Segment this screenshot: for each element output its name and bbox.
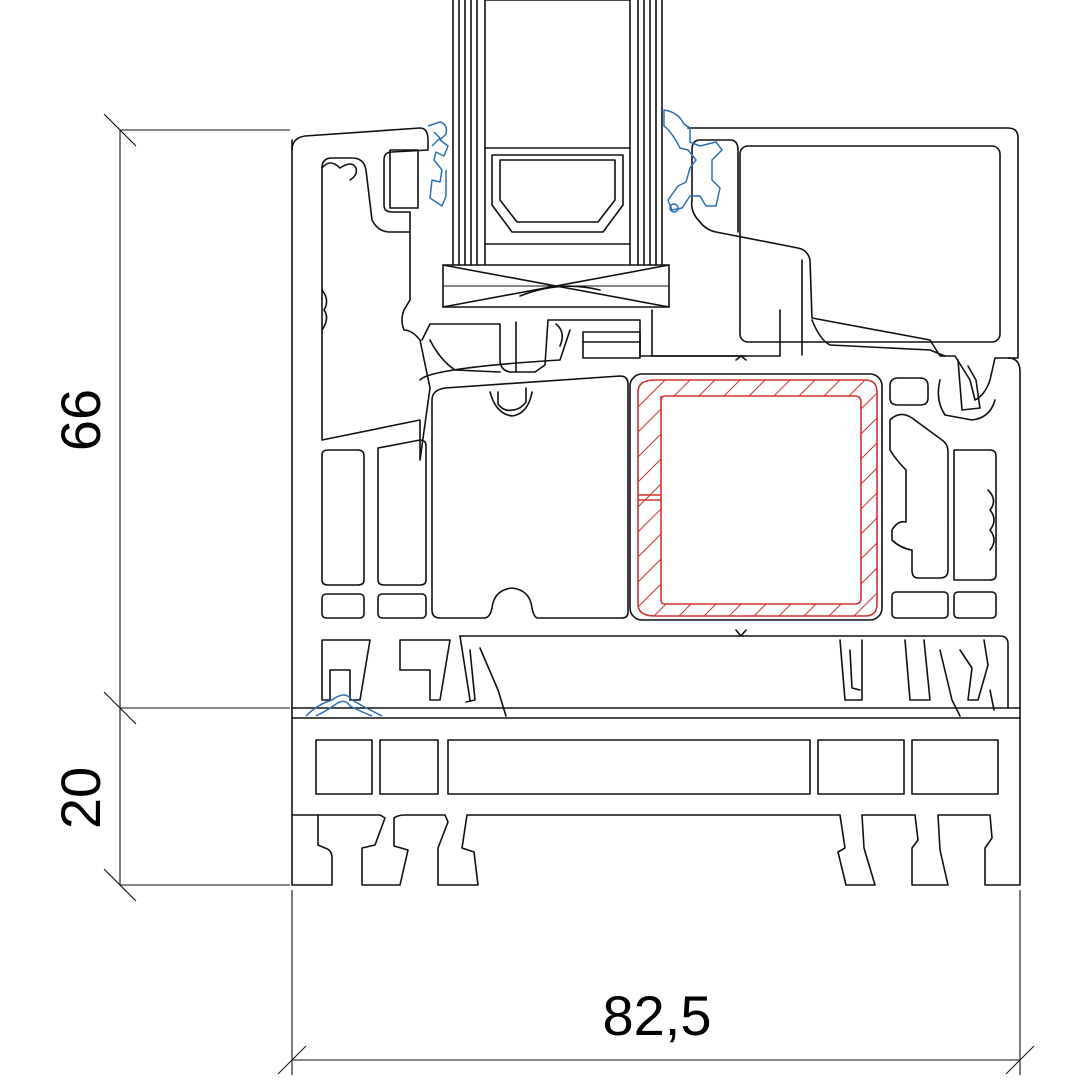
steel-reinforcement — [637, 379, 878, 617]
gaskets — [305, 109, 723, 717]
dimension-label-82-5: 82,5 — [603, 984, 712, 1047]
dimension-label-66: 66 — [49, 389, 112, 451]
dimension-label-20: 20 — [49, 767, 112, 829]
glazing-unit — [452, 0, 663, 266]
sash-profile — [291, 127, 1019, 461]
sash-bottom — [419, 309, 781, 381]
dimension-lines — [103, 113, 1035, 1075]
glazing-block — [442, 264, 670, 308]
frame-profile — [291, 139, 1021, 886]
